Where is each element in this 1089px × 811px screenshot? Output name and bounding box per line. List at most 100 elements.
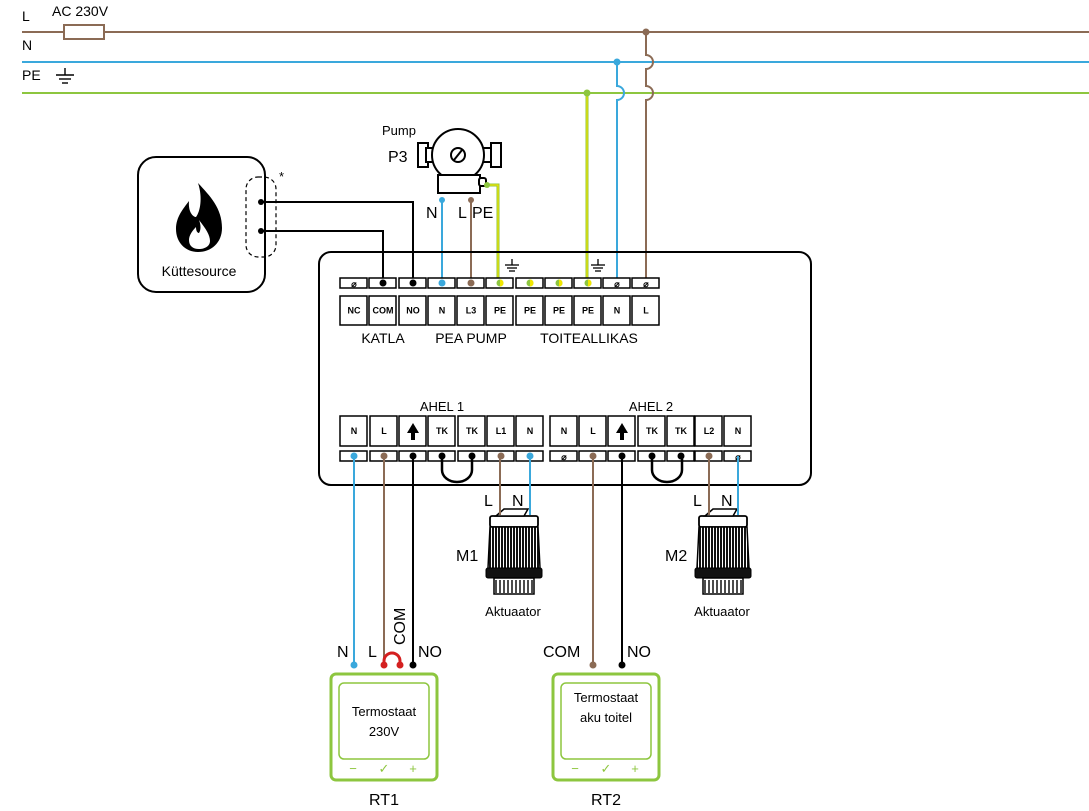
top-screw: ⌀ <box>602 277 631 289</box>
circuit1-terminal-strip: N L TK TK L1 N <box>339 415 544 447</box>
top-screw: ⌀ <box>631 277 660 289</box>
actuator-wires <box>499 456 739 515</box>
actuator-clip <box>698 515 748 528</box>
rt2-minus-button[interactable]: − <box>571 761 579 776</box>
heat-source-footnote: * <box>279 169 284 184</box>
terminal-label: L2 <box>704 426 715 436</box>
pump-title: Pump <box>382 123 416 138</box>
top-screw <box>456 277 485 289</box>
thermostat-wires <box>353 456 623 665</box>
circuit2-screw <box>666 450 695 462</box>
top-screw <box>515 277 544 289</box>
rt2-plus-button[interactable]: + <box>631 761 639 776</box>
terminal-label: N <box>351 426 358 436</box>
supply-n-label: N <box>22 37 32 53</box>
pump-id: P3 <box>388 149 408 166</box>
empty-terminal-icon: ⌀ <box>614 279 620 289</box>
top-screw-strip: ⌀ ⌀ ⌀ <box>339 277 660 289</box>
thermostat-terminal-dots <box>350 661 626 669</box>
actuator-clip <box>489 515 539 528</box>
fuse-symbol <box>63 24 105 40</box>
terminal-label: TK <box>436 426 448 436</box>
empty-terminal-icon: ⌀ <box>643 279 649 289</box>
top-terminal: L3 <box>456 295 485 326</box>
terminal-label: L3 <box>466 306 477 316</box>
top-terminal: N <box>602 295 631 326</box>
terminal-label: TK <box>646 426 658 436</box>
top-terminal: NO <box>398 295 427 326</box>
top-screw <box>485 277 514 289</box>
terminal-label: L1 <box>496 426 507 436</box>
pump-l-label: L <box>458 205 467 222</box>
controller-enclosure <box>318 251 812 486</box>
ground-icon <box>591 259 605 272</box>
top-terminal: L <box>631 295 660 326</box>
circuit2-terminal: TK <box>637 415 666 447</box>
circuit2-screw-strip: ⌀⌀ <box>549 450 752 462</box>
terminal-label: COM <box>373 306 394 316</box>
actuator-m1 <box>485 508 543 595</box>
top-terminal-strip: NC COM NO N L3 PE PE PE PE N L <box>339 295 660 326</box>
circuit1-terminal: N <box>515 415 544 447</box>
rt1-no-label: NO <box>418 644 442 661</box>
rt1-plus-button[interactable]: + <box>409 761 417 776</box>
actuator-m2 <box>694 508 752 595</box>
actuator-body <box>487 526 541 572</box>
rt2-no-label: NO <box>627 644 651 661</box>
terminal-label: N <box>439 306 446 316</box>
m1-l-label: L <box>484 493 493 510</box>
supply-pe-label: PE <box>22 67 41 83</box>
flame-icon <box>176 183 222 252</box>
circuit1-terminal: L1 <box>486 415 515 447</box>
heat-source-label: Küttesource <box>162 263 237 279</box>
m2-l-label: L <box>693 493 702 510</box>
top-terminal: PE <box>573 295 602 326</box>
m2-n-label: N <box>721 493 733 510</box>
rt2-line1: Termostaat <box>574 690 639 705</box>
top-terminal: PE <box>515 295 544 326</box>
circuit2-terminal: L2 <box>694 415 723 447</box>
terminal-label: PE <box>553 306 565 316</box>
supply-l-label: L <box>22 8 30 24</box>
arrow-up-icon <box>616 423 628 440</box>
circuit1-terminal: TK <box>427 415 456 447</box>
circuit2-terminal <box>607 415 636 447</box>
rt2-com-label: COM <box>543 644 580 661</box>
rt1-com-label: COM <box>392 608 409 645</box>
terminal-label: TK <box>466 426 478 436</box>
empty-terminal-icon: ⌀ <box>561 452 567 462</box>
top-terminal: COM <box>368 295 397 326</box>
rt1-minus-button[interactable]: − <box>349 761 357 776</box>
terminal-label: L <box>381 426 387 436</box>
pump-p3: Pump P3 N L PE <box>382 123 502 222</box>
top-terminal: PE <box>485 295 514 326</box>
top-screw <box>544 277 573 289</box>
arrow-up-icon <box>407 423 419 440</box>
circuit1-terminal: N <box>339 415 368 447</box>
terminal-label: PE <box>582 306 594 316</box>
ground-icon <box>505 259 519 272</box>
top-screw: ⌀ <box>339 277 368 289</box>
rt1-id: RT1 <box>369 792 399 809</box>
terminal-label: L <box>643 306 649 316</box>
circuit2-terminal: N <box>723 415 752 447</box>
terminal-label: PE <box>524 306 536 316</box>
ac-voltage-label: AC 230V <box>52 3 109 19</box>
circuit1-terminal <box>398 415 427 447</box>
rt2-confirm-button[interactable]: ✓ <box>601 761 612 776</box>
m1-id: M1 <box>456 548 478 565</box>
supply-lines: L AC 230V N PE <box>22 3 1089 94</box>
heat-source-terminal-block <box>245 176 277 258</box>
heat-source: Küttesource * <box>137 156 284 293</box>
rt1-confirm-button[interactable]: ✓ <box>379 761 390 776</box>
actuator-body <box>696 526 750 572</box>
terminal-label: TK <box>675 426 687 436</box>
circuit2-terminal: L <box>578 415 607 447</box>
terminal-label: PE <box>494 306 506 316</box>
pump-wires <box>439 182 500 283</box>
top-screw <box>368 277 397 289</box>
top-terminal: NC <box>339 295 368 326</box>
circuit2-terminal: TK <box>666 415 695 447</box>
rt2-id: RT2 <box>591 792 621 809</box>
